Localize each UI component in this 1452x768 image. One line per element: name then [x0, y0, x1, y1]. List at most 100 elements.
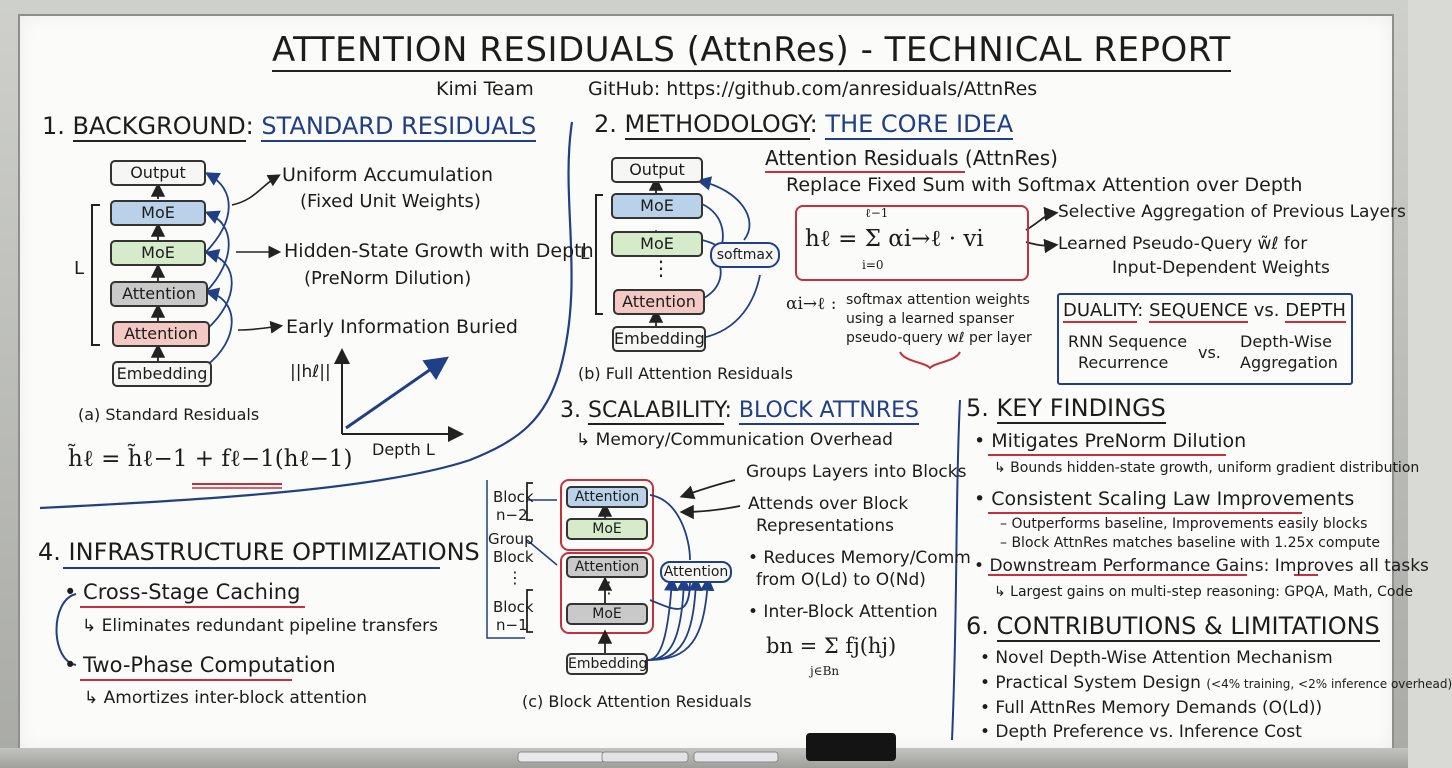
s2-title-b: THE CORE IDEA [825, 110, 1014, 140]
s2-title-a: METHODOLOGY [624, 110, 810, 140]
s2-moe-box-1: MoE [611, 193, 703, 219]
duality-colon: : [1137, 300, 1144, 321]
s5-finding-2-sub-1: – Outperforms baseline, Improvements eas… [1000, 516, 1368, 532]
s2-caption: (b) Full Attention Residuals [578, 364, 794, 383]
s2-heading: 2. METHODOLOGY: THE CORE IDEA [594, 110, 1014, 140]
s2-subheading: Attention Residuals (AttnRes) [765, 146, 1058, 170]
s2-sum-top: ℓ−1 [865, 206, 889, 220]
ink-drawings [39, 121, 1318, 763]
s6-item-1: • Novel Depth-Wise Attention Mechanism [980, 648, 1333, 668]
duality-title-b: SEQUENCE [1149, 300, 1249, 323]
s3-moe-box-2: MoE [566, 603, 648, 625]
s1-graph-y-label: ||hℓ|| [290, 362, 331, 382]
s6-title: CONTRIBUTIONS & LIMITATIONS [996, 612, 1380, 642]
s6-item-2-text: • Practical System Design [980, 673, 1201, 693]
s4-number: 4. [38, 538, 61, 566]
s5-finding-3-d: tasks [1378, 556, 1429, 576]
s6-item-4: • Depth Preference vs. Inference Cost [980, 722, 1302, 742]
duality-left-2: Recurrence [1078, 353, 1169, 372]
s5-finding-1-sub: ↳ Bounds hidden-state growth, uniform gr… [994, 460, 1420, 476]
team-label: Kimi Team [436, 78, 534, 100]
s5-finding-2-sub-2: – Block AttnRes matches baseline with 1.… [1000, 535, 1380, 551]
s2-number: 2. [594, 110, 617, 138]
s3-note-1: Groups Layers into Blocks [746, 462, 967, 482]
s1-graph-x-label: Depth L [372, 440, 435, 459]
s2-moe-box-2: MoE [611, 231, 703, 257]
s3-note-3b: from O(Ld) to O(Nd) [756, 570, 926, 590]
s1-note-1a: Uniform Accumulation [282, 164, 494, 186]
s3-attention-box-2: Attention [566, 556, 648, 578]
s5-finding-2-text: Consistent Scaling Law Improvements [991, 488, 1355, 510]
s2-replace-text: Replace Fixed Sum with Softmax Attention… [786, 174, 1303, 196]
s3-group-1: Group [488, 530, 534, 548]
s1-note-2a: Hidden-State Growth with Depth [284, 240, 594, 262]
s2-input-dependent-text: Input-Dependent Weights [1112, 258, 1330, 278]
s1-note-1b: (Fixed Unit Weights) [300, 191, 481, 212]
duality-left-1: RNN Sequence [1068, 332, 1188, 351]
s3-title-a: SCALABILITY [588, 398, 725, 425]
s6-item-3: • Full AttnRes Memory Demands (O(Ld)) [980, 698, 1323, 718]
s1-number: 1. [42, 112, 65, 140]
s1-attention-box-2: Attention [112, 321, 210, 347]
s5-finding-1-text: Mitigates PreNorm Dilution [991, 430, 1247, 452]
s2-colon: : [809, 110, 818, 138]
s3-attention-node: Attention [660, 561, 732, 583]
s5-finding-3-text: Downstream Performance Gains [989, 556, 1264, 576]
s6-number: 6. [966, 612, 989, 640]
s1-output-box: Output [110, 160, 206, 186]
s5-bullet-1: • [974, 430, 986, 452]
s2-softmax-node: softmax [710, 242, 780, 268]
s5-heading: 5. KEY FINDINGS [966, 394, 1166, 424]
s3-title-b: BLOCK ATTNRES [738, 398, 919, 425]
duality-title-c: DEPTH [1285, 300, 1346, 323]
s3-equation: bn = Σ fj(hj) [766, 634, 897, 658]
s2-output-box: Output [611, 157, 703, 183]
s2-embedding-box: Embedding [612, 326, 706, 352]
s5-bullet-2: • [974, 488, 986, 510]
s3-equation-sub: j∈Bn [810, 664, 840, 678]
s1-note-3: Early Information Buried [286, 316, 518, 338]
s5-number: 5. [966, 394, 989, 422]
s5-finding-3: • Downstream Performance Gains: Improves… [974, 556, 1429, 576]
s3-overhead: ↳ Memory/Communication Overhead [576, 430, 893, 450]
s3-heading: 3. SCALABILITY: BLOCK ATTNRES [560, 398, 919, 425]
s3-note-4: • Inter-Block Attention [748, 602, 938, 622]
s3-block2-a: Block [493, 598, 534, 616]
s2-dots: ⋮ [651, 256, 671, 280]
s5-finding-3-b: : Improves [1263, 556, 1359, 576]
s3-attention-box-1: Attention [566, 486, 648, 508]
s2-alpha-line-2: using a learned spanser [846, 311, 1015, 327]
s2-alpha-symbol: αi→ℓ : [786, 294, 837, 314]
s4-title: INFRASTRUCTURE OPTIMIZATIONS [68, 538, 480, 566]
s2-attention-box: Attention [613, 289, 705, 315]
duality-right-1: Depth-Wise [1240, 332, 1332, 351]
s1-moe-box-1: MoE [110, 200, 206, 226]
s3-number: 3. [560, 398, 581, 423]
s3-note-3a: • Reduces Memory/Comm [748, 548, 971, 568]
s1-embedding-box: Embedding [112, 361, 212, 387]
s6-item-2: • Practical System Design (<4% training,… [980, 673, 1452, 693]
s3-note-2a: Attends over Block [748, 494, 909, 514]
s3-dots-outer: ⋮ [507, 568, 523, 587]
s1-moe-box-2: MoE [110, 240, 206, 266]
s1-colon: : [245, 112, 254, 140]
duality-vs: vs. [1198, 343, 1221, 362]
s1-L-label: L [74, 258, 85, 279]
s2-formula: hℓ = Σ αi→ℓ · vi [805, 226, 984, 252]
s1-caption: (a) Standard Residuals [78, 405, 260, 424]
s4-heading: 4. INFRASTRUCTURE OPTIMIZATIONS [38, 538, 480, 566]
s4-item-2: • Two-Phase Computation [64, 653, 336, 677]
s6-heading: 6. CONTRIBUTIONS & LIMITATIONS [966, 612, 1380, 642]
s3-block2-b: n−1 [496, 616, 528, 634]
s4-item-1-sub: ↳ Eliminates redundant pipeline transfer… [82, 616, 439, 636]
s1-title-a: BACKGROUND [72, 112, 246, 142]
s2-alpha-line-3: pseudo-query wℓ per layer [846, 330, 1032, 346]
s5-finding-3-sub: ↳ Largest gains on multi-step reasoning:… [994, 584, 1413, 600]
s3-block1-b: n−2 [496, 506, 528, 524]
s5-finding-3-all: all [1358, 556, 1379, 576]
page-title-text: ATTENTION RESIDUALS (AttnRes) - TECHNICA… [272, 30, 1231, 72]
s3-moe-box-1: MoE [566, 518, 648, 540]
page-title: ATTENTION RESIDUALS (AttnRes) - TECHNICA… [272, 30, 1231, 72]
duality-right-2: Aggregation [1240, 353, 1338, 372]
github-link[interactable]: GitHub: https://github.com/anresiduals/A… [588, 78, 1038, 100]
